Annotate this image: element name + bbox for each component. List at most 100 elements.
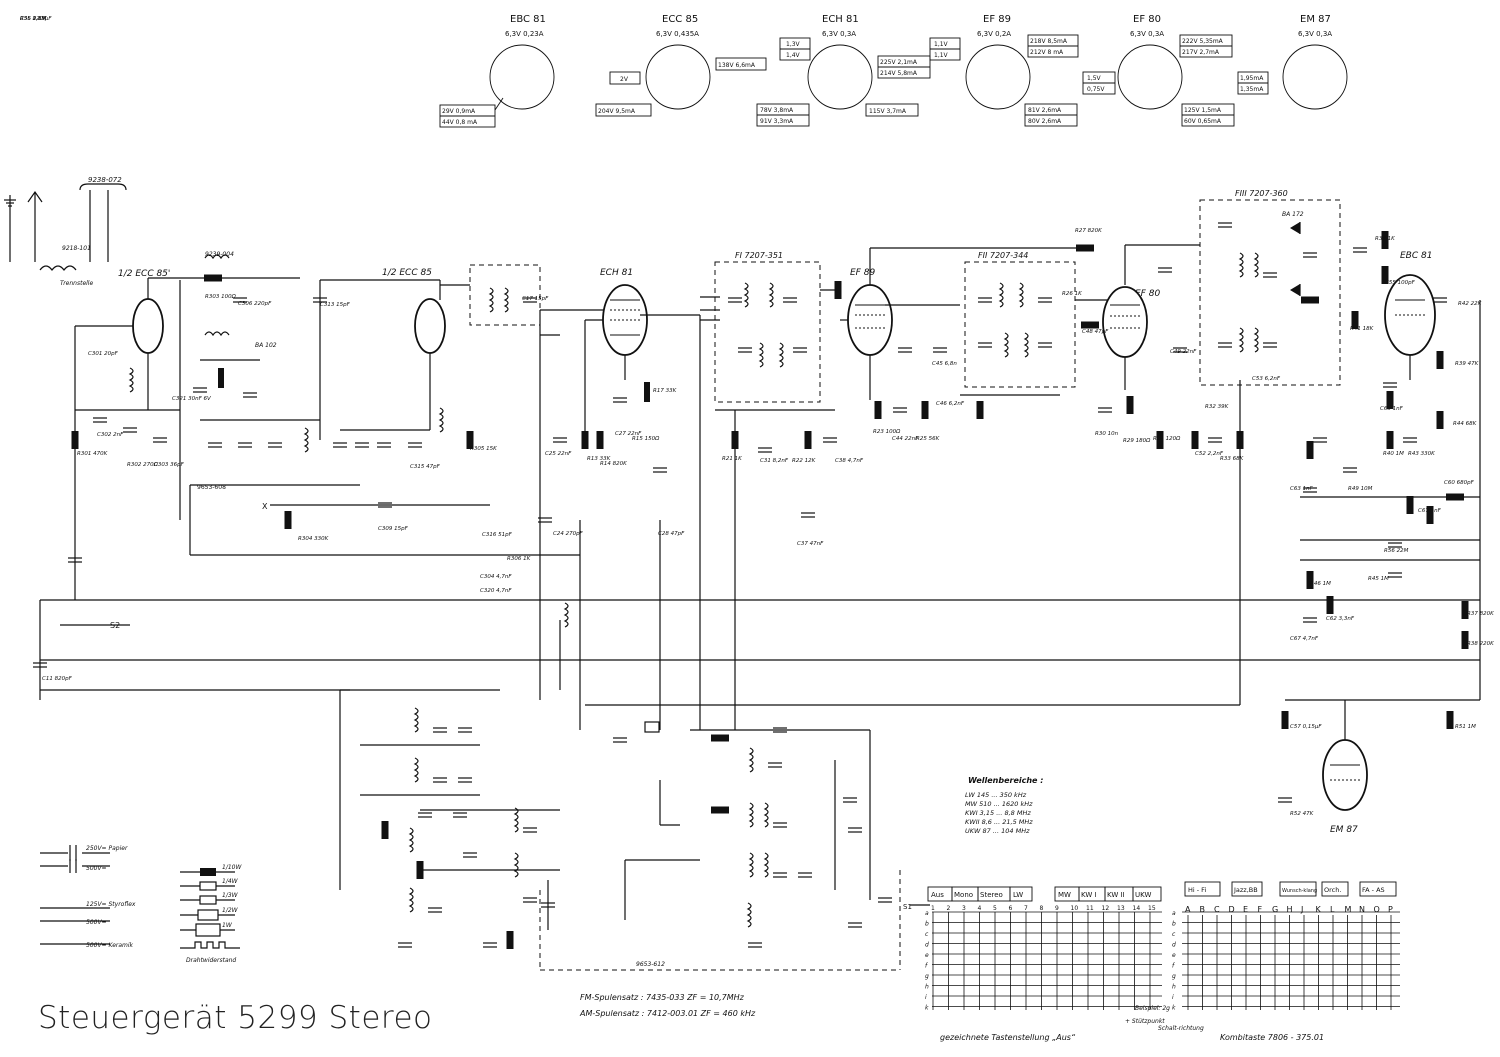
switch-contact-number: 15 <box>1148 905 1156 912</box>
switch-col-letter: O <box>1374 905 1380 914</box>
pinout-ebc81: EBC 81 6,3V 0,23A 29V 0,9mA 44V 0,8 mA <box>439 14 555 128</box>
tube-em87 <box>1322 739 1368 811</box>
component-label: R42 22K <box>1458 301 1482 307</box>
bank3-buttons: Hi - Fi Jazz,BB Wunsch-klang Orch. FA - … <box>1184 881 1397 897</box>
switch-row-letter: d <box>925 942 929 949</box>
switch-col-letter: K <box>1316 905 1322 914</box>
band-lw: LW 145 ... 350 kHz <box>965 791 1027 799</box>
pinout-v: 1,3V <box>786 41 801 48</box>
pinout-v: 81V 2,6mA <box>1028 107 1062 114</box>
pinout-v: 1,95mA <box>1240 75 1264 82</box>
component-label: R30 10n <box>1095 431 1119 437</box>
component-label: R23 100Ω <box>873 429 901 435</box>
label-ba102: BA 102 <box>255 342 277 349</box>
pinout-v: 29V 0,9mA <box>442 108 476 115</box>
tube-ef89 <box>847 284 893 356</box>
legend-cap: 500V= Keramik <box>86 942 134 949</box>
component-label: R39 47K <box>1455 361 1479 367</box>
component-label: C56 0,15µF <box>20 16 52 22</box>
pinout-v: 0,75V <box>1087 86 1105 93</box>
bank1-key: Aus <box>931 891 944 899</box>
component-label: C49 22nF <box>1170 349 1197 355</box>
component-label: R13 33K <box>587 456 611 462</box>
beispiel-note: Beispiel: 2g <box>1135 1005 1170 1012</box>
switch-contact-number: 11 <box>1086 905 1094 912</box>
pinout-name: EBC 81 <box>510 14 546 25</box>
pinout-name: EF 89 <box>983 14 1011 25</box>
ef89-stage: EF 89 <box>834 244 1094 419</box>
if-filter-fii: FII 7207-344 <box>960 251 1110 419</box>
component-label: C65 1nF <box>1380 406 1404 412</box>
pinout-v: 78V 3,8mA <box>760 107 794 114</box>
legend-cap: 250V= Papier <box>86 845 128 852</box>
pinout-name: EM 87 <box>1300 14 1331 25</box>
tastenstellung-note: gezeichnete Tastenstellung „Aus“ <box>940 1033 1076 1042</box>
mixer-stage: 1/2 ECC 85 X <box>262 268 490 529</box>
component-label: R303 100Ω <box>205 294 237 300</box>
switch-row-letter: g <box>1172 973 1176 980</box>
band-mw: MW 510 ... 1620 kHz <box>965 800 1033 808</box>
switch-col-letter: H <box>1287 905 1293 914</box>
switch-row-letter: i <box>925 994 927 1001</box>
switch-contact-number: 10 <box>1071 905 1079 912</box>
switch-contact-number: 6 <box>1009 905 1013 912</box>
filter-label: FI 7207-351 <box>735 251 783 260</box>
bank3-key: Hi - Fi <box>1188 886 1206 894</box>
component-label: C301 20pF <box>88 351 119 357</box>
if-filter-fi: FI 7207-351 <box>700 251 840 403</box>
pinout-v: 214V 5,8mA <box>880 70 918 77</box>
ech81-stage: ECH 81 <box>537 268 700 700</box>
switch-col-letter: N <box>1359 905 1365 914</box>
component-label: R52 47K <box>1290 811 1314 817</box>
pinout-v: 222V 5,35mA <box>1182 38 1224 45</box>
rf-stage: 1/2 ECC 85' 9653-608 9239-004 BA 102 <box>71 251 360 520</box>
pinout-name: ECH 81 <box>822 14 859 25</box>
component-label: R38 220K <box>1467 641 1494 647</box>
component-label: C62 3,3nF <box>1326 616 1355 622</box>
pinout-v: 1,1V <box>934 52 949 59</box>
component-label: C313 15pF <box>320 302 351 308</box>
bus-lines: S2 <box>32 315 1480 730</box>
switch-row-letter: c <box>925 931 929 938</box>
component-label: C303 36pF <box>154 462 185 468</box>
component-label: C27 22nF <box>615 431 642 437</box>
pinout-spec: 6,3V 0,23A <box>505 30 544 38</box>
bank2-buttons: MW KW I KW II UKW <box>1054 886 1162 902</box>
switch-col-letter: E <box>1243 905 1248 914</box>
legend-res: 1/4W <box>222 878 239 885</box>
legend-res: Drahtwiderstand <box>186 957 236 964</box>
switch-row-letter: b <box>1172 921 1176 928</box>
legend-res: 1/2W <box>222 907 239 914</box>
switch-col-letter: P <box>1388 905 1393 914</box>
fm-spulensatz: FM-Spulensatz : 7435-033 ZF = 10,7MHz <box>580 993 745 1002</box>
filter-label: FII 7207-344 <box>978 251 1028 260</box>
component-label: C31 8,2nF <box>760 458 789 464</box>
switch-contact-number: 2 <box>947 905 951 912</box>
component-label: C45 6,8n <box>932 361 957 367</box>
component-label: R17 33K <box>653 388 677 394</box>
schaltrichtung-note: Schalt-richtung <box>1158 1025 1204 1032</box>
switch-row-letter: b <box>925 921 929 928</box>
switch-contact-number: 13 <box>1117 905 1125 912</box>
component-label: C321 30nF 6V <box>172 396 212 402</box>
component-label: R49 10M <box>1348 486 1373 492</box>
component-label: R33 68K <box>1220 456 1244 462</box>
component-label: R44 68K <box>1453 421 1477 427</box>
tube-label: EBC 81 <box>1400 251 1432 261</box>
component-label: C55 100pF <box>1385 280 1416 286</box>
component-label: C63 1nF <box>1290 486 1314 492</box>
bank2-key: MW <box>1058 891 1071 899</box>
pinout-spec: 6,3V 0,3A <box>1130 30 1164 38</box>
filter-label: FIII 7207-360 <box>1235 189 1288 198</box>
wellenbereiche-block: Wellenbereiche : LW 145 ... 350 kHz MW 5… <box>965 776 1043 835</box>
tube-label: 1/2 ECC 85' <box>118 269 170 279</box>
switch-row-letter: f <box>1172 963 1175 970</box>
switch-col-letter: C <box>1214 905 1220 914</box>
pinout-ecc85: ECC 85 6,3V 0,435A 2V 204V 9,5mA 138V 6,… <box>595 14 767 117</box>
switch-row-letter: a <box>925 910 929 917</box>
legend-cap: 500V= <box>86 919 107 926</box>
component-label: R14 820K <box>600 461 627 467</box>
switch-row-letter: g <box>925 973 929 980</box>
switch-row-letter: h <box>1172 984 1176 991</box>
